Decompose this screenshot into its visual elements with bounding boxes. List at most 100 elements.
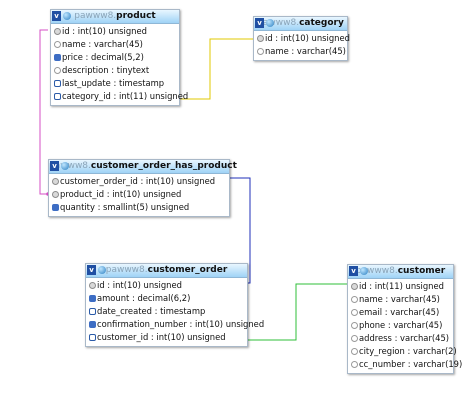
field-label: id : int(11) unsigned [359, 281, 444, 291]
field-row[interactable]: name : varchar(45) [350, 293, 451, 306]
field-row[interactable]: city_region : varchar(2) [350, 345, 457, 358]
field-row[interactable]: id : int(10) unsigned [53, 25, 177, 38]
primary-key-icon [52, 191, 59, 198]
field-label: cc_number : varchar(19) [359, 359, 463, 369]
field-label: phone : varchar(45) [359, 320, 443, 330]
field-row[interactable]: customer_order_id : int(10) unsigned [51, 175, 227, 188]
field-label: name : varchar(45) [265, 46, 346, 56]
field-icon [351, 296, 358, 303]
relation-line-orderproduct-product [39, 29, 48, 195]
database-icon [63, 12, 71, 20]
collapse-toggle-icon[interactable]: v [349, 266, 358, 276]
field-label: customer_id : int(10) unsigned [97, 332, 226, 342]
field-icon [89, 308, 96, 315]
field-label: address : varchar(45) [359, 333, 450, 343]
field-row[interactable]: name : varchar(45) [53, 38, 177, 51]
field-row[interactable]: price : decimal(5,2) [53, 51, 177, 64]
field-icon [257, 48, 264, 55]
field-label: amount : decimal(6,2) [97, 293, 191, 303]
field-icon [54, 80, 61, 87]
field-row[interactable]: product_id : int(10) unsigned [51, 188, 227, 201]
table-header[interactable]: v pawww8.category [254, 17, 347, 31]
database-icon [98, 266, 106, 274]
table-header[interactable]: v pawww8.customer_order_has_product [49, 160, 237, 174]
relation-line-order-customer [246, 283, 347, 341]
field-label: description : tinytext [62, 65, 150, 75]
field-label: product_id : int(10) unsigned [60, 189, 182, 199]
field-label: category_id : int(11) unsigned [62, 91, 189, 101]
collapse-toggle-icon[interactable]: v [52, 11, 61, 21]
table-header[interactable]: v pawww8.product [51, 10, 179, 24]
primary-key-icon [257, 35, 264, 42]
field-icon [351, 322, 358, 329]
database-icon [61, 162, 69, 170]
table-name: product [116, 11, 156, 21]
field-icon [89, 321, 96, 328]
field-label: date_created : timestamp [97, 306, 206, 316]
field-icon [351, 348, 358, 355]
field-icon [351, 361, 358, 368]
field-label: price : decimal(5,2) [62, 52, 144, 62]
field-label: id : int(10) unsigned [62, 26, 147, 36]
field-row[interactable]: phone : varchar(45) [350, 319, 451, 332]
table-db-name: pawww8. [105, 265, 148, 275]
field-label: email : varchar(45) [359, 307, 440, 317]
field-icon [54, 41, 61, 48]
field-row[interactable]: email : varchar(45) [350, 306, 451, 319]
field-label: name : varchar(45) [62, 39, 143, 49]
collapse-toggle-icon[interactable]: v [87, 265, 96, 275]
field-list: id : int(10) unsigned amount : decimal(6,… [86, 278, 264, 346]
primary-key-icon [54, 28, 61, 35]
field-label: name : varchar(45) [359, 294, 440, 304]
field-list: id : int(11) unsigned name : varchar(45) e… [348, 279, 462, 373]
field-row[interactable]: quantity : smallint(5) unsigned [51, 201, 227, 214]
field-label: id : int(10) unsigned [97, 280, 182, 290]
field-row[interactable]: last_update : timestamp [53, 77, 177, 90]
table-name: customer [397, 266, 446, 276]
field-icon [351, 335, 358, 342]
field-row[interactable]: confirmation_number : int(10) unsigned [88, 318, 264, 331]
field-row[interactable]: name : varchar(45) [256, 45, 346, 58]
field-row[interactable]: customer_id : int(10) unsigned [88, 331, 245, 344]
collapse-toggle-icon[interactable]: v [255, 18, 264, 28]
table-customer-order-has-product[interactable]: v pawww8.customer_order_has_product cust… [48, 159, 237, 217]
field-row[interactable]: cc_number : varchar(19) [350, 358, 462, 371]
field-icon [54, 54, 61, 61]
index-icon [54, 93, 61, 100]
field-row[interactable]: amount : decimal(6,2) [88, 292, 245, 305]
field-label: confirmation_number : int(10) unsigned [97, 319, 265, 329]
field-icon [54, 67, 61, 74]
field-row[interactable]: address : varchar(45) [350, 332, 451, 345]
table-customer-order[interactable]: v pawww8.customer_order id : int(10) uns… [85, 263, 264, 347]
table-header[interactable]: v pawww8.customer_order [86, 264, 247, 278]
primary-key-icon [52, 178, 59, 185]
table-customer[interactable]: v pawww8.customer id : int(11) unsigned n… [347, 264, 462, 374]
field-icon [89, 295, 96, 302]
index-icon [89, 334, 96, 341]
table-product[interactable]: v pawww8.product id : int(10) unsigned na… [50, 9, 188, 106]
database-icon [266, 19, 274, 27]
primary-key-icon [89, 282, 96, 289]
field-row[interactable]: description : tinytext [53, 64, 177, 77]
field-list: customer_order_id : int(10) unsigned prod… [49, 174, 229, 216]
table-name: customer_order_has_product [90, 161, 237, 171]
collapse-toggle-icon[interactable]: v [50, 161, 59, 171]
database-icon [360, 267, 368, 275]
field-row[interactable]: id : int(10) unsigned [256, 32, 350, 45]
field-label: customer_order_id : int(10) unsigned [60, 176, 216, 186]
field-row[interactable]: category_id : int(11) unsigned [53, 90, 188, 103]
table-db-name: pawww8. [355, 266, 398, 276]
field-row[interactable]: id : int(11) unsigned [350, 280, 451, 293]
field-row[interactable]: id : int(10) unsigned [88, 279, 245, 292]
field-list: id : int(10) unsigned name : varchar(45) p… [51, 24, 188, 105]
table-db-name: pawww8. [74, 11, 117, 21]
field-row[interactable]: date_created : timestamp [88, 305, 245, 318]
primary-key-icon [351, 283, 358, 290]
table-header[interactable]: v pawww8.customer [348, 265, 453, 279]
table-db-name: pawww8. [257, 18, 300, 28]
relation-line-product-category [178, 38, 253, 100]
field-icon [351, 309, 358, 316]
field-label: city_region : varchar(2) [359, 346, 457, 356]
